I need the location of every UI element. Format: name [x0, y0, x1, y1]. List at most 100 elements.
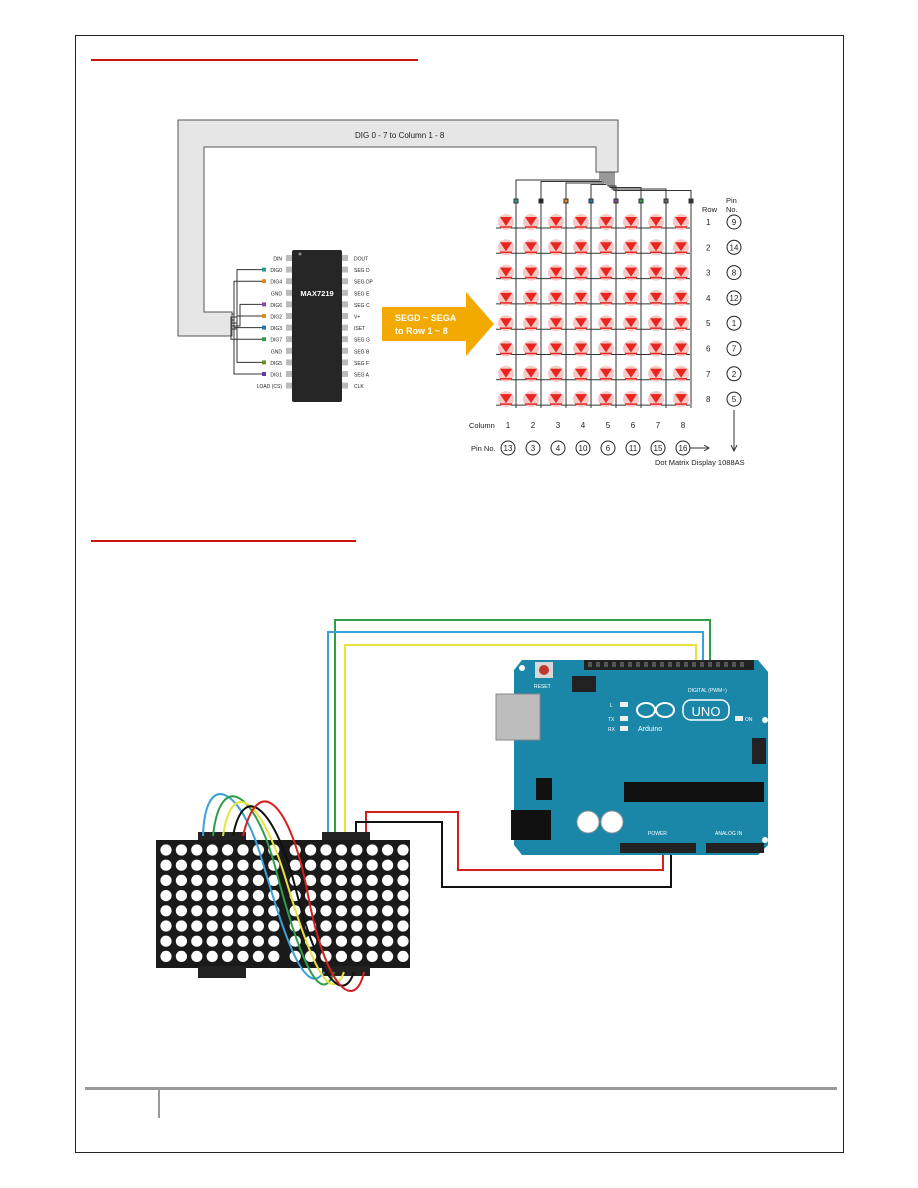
module-dot [206, 920, 218, 932]
led [625, 242, 637, 252]
module-dot [397, 920, 409, 932]
led [525, 292, 537, 302]
footer-rule [85, 1087, 837, 1090]
module-dot [366, 905, 378, 917]
led [575, 343, 587, 353]
module-dot [382, 950, 394, 963]
led [500, 242, 512, 252]
module-dot [335, 950, 347, 963]
module-dot [191, 950, 203, 963]
chip-pin-label-left: DIG0 [270, 268, 282, 274]
chip-pin-label-right: CLK [354, 384, 364, 390]
chip-pin-label-left: DIG7 [270, 338, 282, 344]
led-label-l: L [610, 703, 613, 709]
led [650, 217, 662, 226]
module-dot [191, 844, 203, 856]
module-dot [206, 905, 218, 917]
bus-label: DIG 0 - 7 to Column 1 - 8 [355, 131, 445, 140]
power-label: POWER [648, 831, 667, 837]
led [600, 267, 612, 277]
chip-pin-right [342, 266, 348, 273]
module-dot [397, 935, 409, 947]
chip-pin-left [286, 347, 292, 354]
module-dot [335, 874, 347, 887]
module-dot [252, 859, 264, 871]
icsp-header-2 [752, 738, 766, 764]
module-dot [351, 905, 363, 917]
module-dot [175, 859, 187, 871]
led [650, 318, 662, 328]
module-header-bottom-right [322, 966, 370, 976]
arduino-wiring-diagram: RESET DIGITAL (PWM~) Arduino UNO L TX RX… [156, 619, 768, 992]
led [525, 368, 537, 378]
pin-header-2: No. [726, 205, 738, 214]
module-dot [268, 950, 280, 963]
module-dot [320, 874, 332, 887]
brand-label: Arduino [638, 726, 662, 733]
row-pin-number: 7 [732, 345, 737, 354]
max7219-chip [292, 250, 342, 402]
module-dot [397, 890, 409, 902]
module-dot [268, 935, 280, 947]
module-dot [397, 905, 409, 917]
row-number: 8 [706, 395, 711, 404]
chip-pin-right [342, 382, 348, 389]
module-dot [160, 859, 172, 871]
column-number: 6 [631, 421, 636, 430]
led [525, 394, 537, 404]
module-dot [351, 844, 363, 856]
led [550, 217, 562, 226]
dig-terminal [262, 325, 266, 330]
wire-yellow [344, 644, 697, 832]
module-dot [237, 935, 249, 947]
led [500, 292, 512, 302]
column-number: 2 [531, 421, 536, 430]
module-dot [252, 920, 264, 932]
module-dot [160, 905, 172, 917]
module-dot [206, 844, 218, 856]
module-dot [382, 844, 394, 856]
led [650, 343, 662, 353]
row-number: 5 [706, 319, 711, 328]
led [500, 368, 512, 378]
row-pin-circle [726, 290, 742, 306]
row-number: 3 [706, 269, 711, 278]
chip-pin-label-right: SEG A [354, 373, 370, 379]
led [600, 343, 612, 353]
module-dot [222, 874, 234, 887]
module-dot [366, 950, 378, 963]
wire-green [334, 619, 711, 832]
led [650, 292, 662, 302]
dig-terminal [262, 302, 266, 307]
chip-pin-left [286, 301, 292, 308]
chip-pin-right [342, 324, 348, 331]
chip-pin-left [286, 313, 292, 319]
module-dot [320, 890, 332, 902]
chip-dig-wires [230, 269, 262, 375]
led [500, 394, 512, 404]
module-header-left [198, 832, 246, 842]
module-dot [397, 859, 409, 871]
chip-pin-left [286, 359, 292, 366]
module-pcb [156, 840, 410, 968]
module-dot [222, 950, 234, 963]
arrow-line-2: to Row 1 ~ 8 [395, 326, 448, 336]
led [575, 292, 587, 302]
row-pin-number: 8 [732, 269, 737, 278]
module-dot [335, 844, 347, 856]
column-pin-number: 3 [531, 444, 536, 453]
led [625, 318, 637, 328]
chip-pin-right [342, 278, 348, 285]
column-pin-number: 13 [504, 444, 513, 453]
power-jack [511, 810, 551, 840]
led [675, 267, 687, 277]
column-pin-circle [600, 440, 616, 456]
module-dot [237, 890, 249, 902]
column-terminal [563, 198, 569, 204]
led [550, 394, 562, 404]
module-dot [160, 844, 172, 856]
chip-pin-right [342, 313, 348, 319]
column-pin-circle [500, 440, 516, 456]
chip-pin-right [342, 371, 348, 377]
capacitor-1 [576, 810, 600, 834]
